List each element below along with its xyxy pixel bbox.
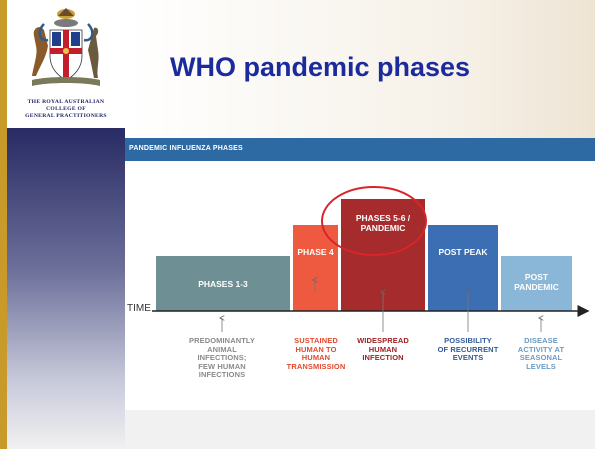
- phase-box-1-3: PHASES 1-3: [156, 256, 290, 311]
- phase-label: POST PANDEMIC: [514, 272, 559, 292]
- left-gold-bar: [0, 0, 7, 449]
- chart-header: PANDEMIC INFLUENZA PHASES: [125, 138, 595, 161]
- desc-post-pandemic: DISEASE ACTIVITY AT SEASONAL LEVELS: [517, 336, 565, 371]
- time-axis-label: TIME: [127, 303, 151, 314]
- desc-phases-5-6: WIDESPREAD HUMAN INFECTION: [357, 336, 409, 363]
- slide-title: WHO pandemic phases: [170, 52, 471, 82]
- phase-label: POST PEAK: [438, 247, 488, 257]
- desc-phases-1-3: PREDOMINANTLY ANIMAL INFECTIONS; FEW HUM…: [188, 336, 256, 380]
- slide-footer-area: [125, 410, 595, 449]
- coat-of-arms-icon: [32, 8, 100, 86]
- logo-text-line3: GENERAL PRACTITIONERS: [25, 113, 107, 119]
- phase-label: PHASES 1-3: [198, 278, 248, 289]
- highlight-ellipse: [321, 186, 427, 256]
- phase-box-post-peak: POST PEAK: [428, 225, 498, 311]
- header-band: [125, 0, 595, 140]
- phase-label: PHASES 5-6 / PANDEMIC: [355, 213, 411, 233]
- desc-post-peak: POSSIBILITY OF RECURRENT EVENTS: [437, 336, 499, 363]
- phase-box-post-pandemic: POST PANDEMIC: [501, 256, 572, 311]
- phase-label: PHASE 4: [297, 247, 334, 257]
- logo-text-line2: COLLEGE OF: [46, 106, 86, 112]
- racgp-logo: THE ROYAL AUSTRALIAN COLLEGE OF GENERAL …: [7, 0, 125, 128]
- chart-title: PANDEMIC INFLUENZA PHASES: [129, 145, 243, 152]
- logo-text-line1: THE ROYAL AUSTRALIAN: [27, 99, 105, 105]
- desc-phase-4: SUSTAINED HUMAN TO HUMAN TRANSMISSION: [286, 336, 346, 371]
